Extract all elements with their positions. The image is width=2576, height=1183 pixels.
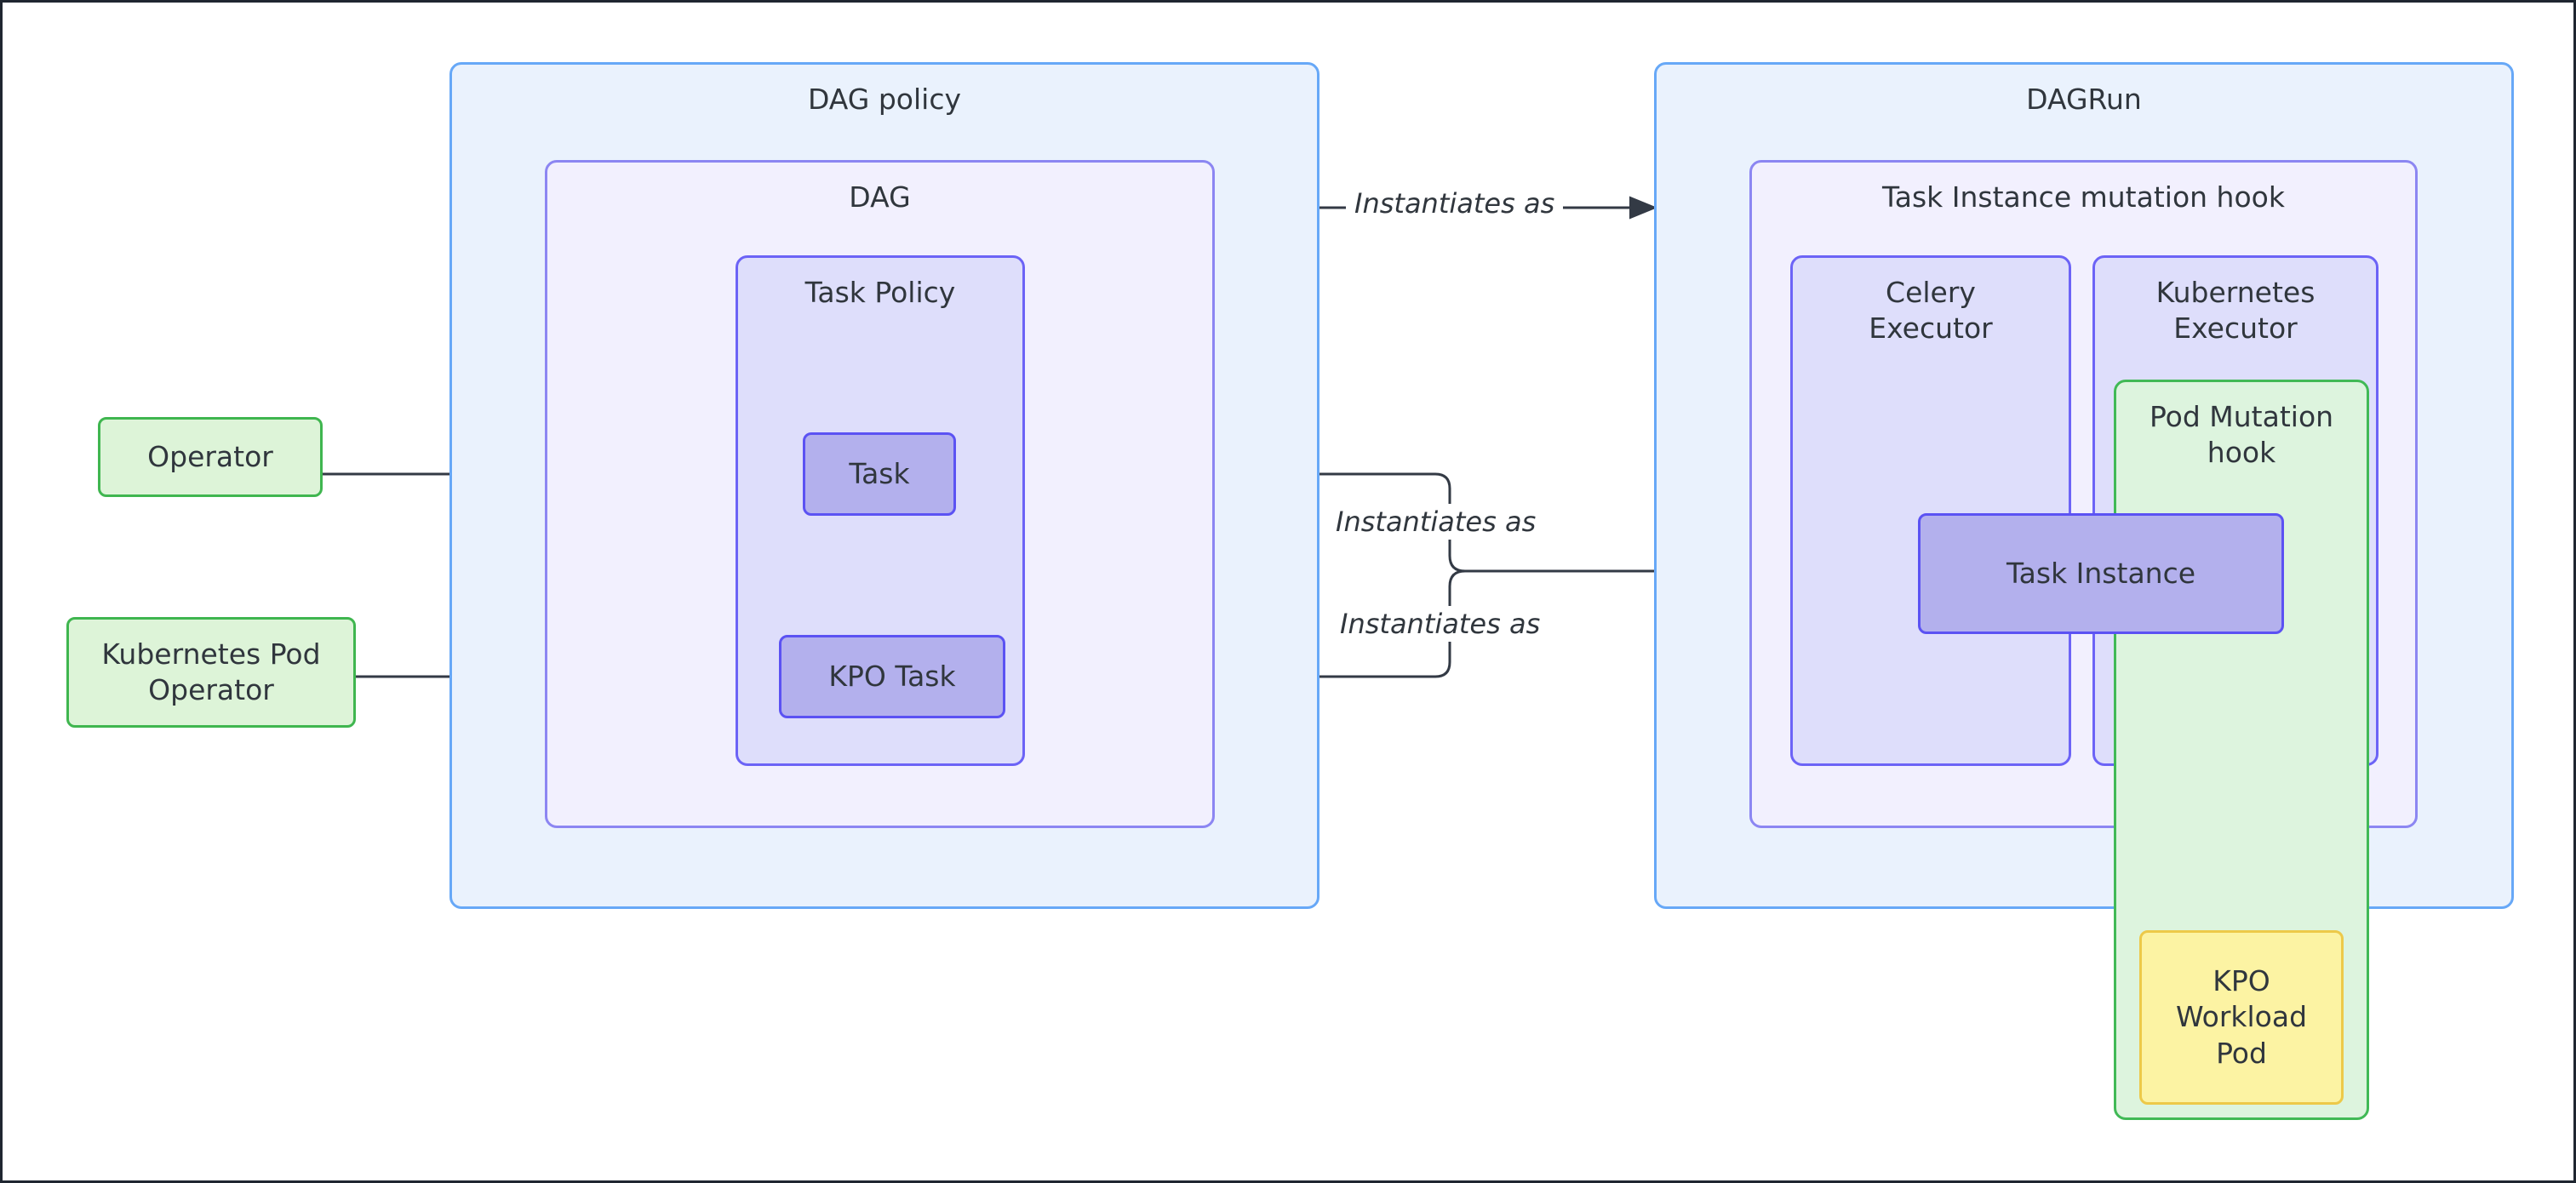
cluster-pod-mutation-hook-label: Pod Mutation hook [2149, 400, 2334, 470]
edge-label-instantiates-as-middle: Instantiates as [1327, 504, 1545, 540]
node-task-label: Task [849, 456, 910, 490]
node-kpo-task-label: KPO Task [828, 659, 956, 693]
edge-label-instantiates-as-top: Instantiates as [1346, 186, 1564, 221]
cluster-dagrun-label: DAGRun [2026, 83, 2142, 116]
cluster-task-instance-mutation-hook-label: Task Instance mutation hook [1882, 180, 2285, 214]
node-kubernetes-pod-operator[interactable]: Kubernetes Pod Operator [66, 617, 356, 728]
node-kpo-workload-pod-label: KPO Workload Pod [2175, 964, 2308, 1070]
node-kpo-workload-pod[interactable]: KPO Workload Pod [2139, 930, 2344, 1105]
node-operator-label: Operator [147, 439, 273, 473]
node-task-instance-label: Task Instance [2006, 556, 2196, 590]
cluster-celery-executor: Celery Executor [1790, 255, 2071, 766]
node-operator[interactable]: Operator [98, 417, 323, 497]
cluster-celery-executor-label: Celery Executor [1869, 276, 1993, 346]
node-task[interactable]: Task [803, 432, 956, 516]
cluster-dag-label: DAG [849, 180, 911, 214]
node-kubernetes-pod-operator-label: Kubernetes Pod Operator [101, 637, 321, 706]
edge-label-instantiates-as-bottom: Instantiates as [1331, 606, 1549, 642]
node-kpo-task[interactable]: KPO Task [779, 635, 1005, 718]
cluster-task-policy-label: Task Policy [804, 276, 956, 309]
cluster-dag-policy-label: DAG policy [807, 83, 962, 116]
cluster-kubernetes-executor-label: Kubernetes Executor [2155, 276, 2316, 346]
node-task-instance[interactable]: Task Instance [1918, 513, 2284, 634]
